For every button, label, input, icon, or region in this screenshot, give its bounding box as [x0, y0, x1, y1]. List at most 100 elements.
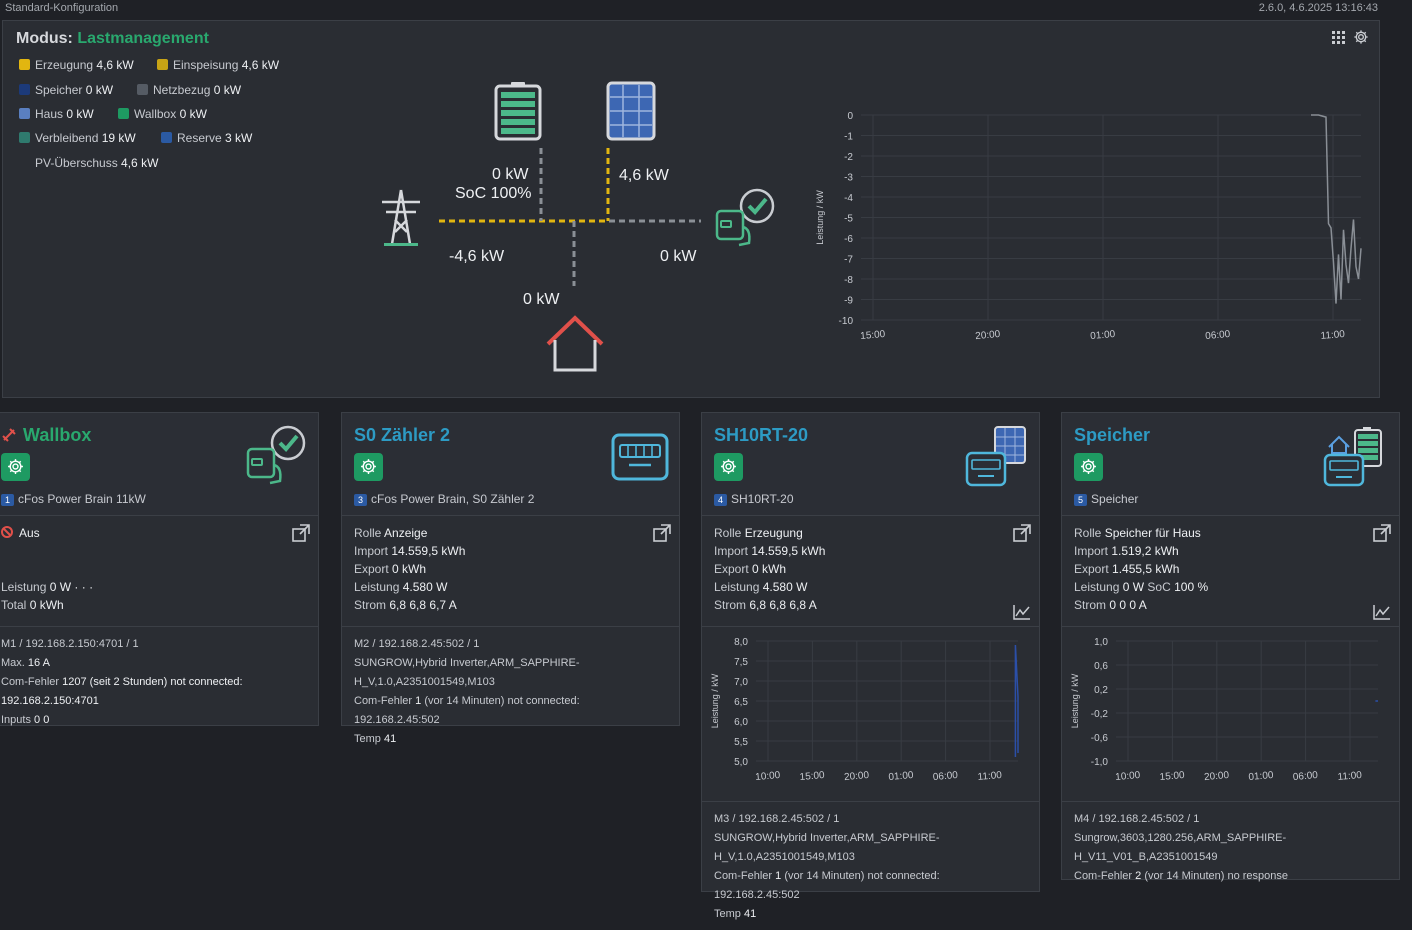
pv-power-label: 4,6 kW	[619, 167, 669, 184]
series-line	[1014, 644, 1019, 757]
chart-trend-icon[interactable]	[1013, 604, 1031, 620]
overview-tools	[1328, 29, 1369, 49]
meter-icon	[611, 433, 669, 481]
y-tick-label: -1,0	[1091, 757, 1109, 768]
settings-button[interactable]	[354, 453, 383, 481]
x-tick-label: 15:00	[799, 770, 825, 783]
battery-storage-icon	[1323, 427, 1382, 487]
off-icon	[1, 526, 13, 538]
gear-icon[interactable]	[1353, 30, 1369, 49]
settings-button[interactable]	[1, 453, 30, 481]
card-title[interactable]: S0 Zähler 2	[354, 425, 451, 445]
y-axis-label: Leistung / kW	[710, 673, 720, 728]
more-dots[interactable]: · · ·	[74, 580, 94, 594]
y-axis-label: Leistung / kW	[815, 190, 825, 245]
y-tick-label: 7,5	[734, 657, 748, 668]
y-tick-label: 0,6	[1094, 661, 1108, 672]
card-body: Rolle Erzeugung Import 14.559,5 kWh Expo…	[702, 516, 1039, 626]
y-tick-label: 6,0	[734, 717, 748, 728]
settings-button[interactable]	[1074, 453, 1103, 481]
battery-icon[interactable]	[493, 81, 543, 141]
x-tick-label: 10:00	[755, 770, 781, 783]
unplugged-icon	[2, 428, 16, 442]
card-body: Rolle Anzeige Import 14.559,5 kWh Export…	[342, 516, 679, 626]
config-name[interactable]: Standard-Konfiguration	[5, 2, 119, 14]
legend-reserve: Reserve 3 kW	[161, 131, 252, 145]
expand-icon[interactable]	[1013, 524, 1031, 542]
y-tick-label: -7	[844, 255, 853, 266]
settings-button[interactable]	[714, 453, 743, 481]
x-tick-label: 10:00	[1115, 770, 1141, 783]
legend-speicher: Speicher 0 kW	[19, 83, 113, 97]
grid-power-label: -4,6 kW	[449, 248, 505, 265]
status-row: Aus	[1, 524, 306, 542]
mode-label: Modus:	[16, 30, 73, 47]
expand-icon[interactable]	[1373, 524, 1391, 542]
y-tick-label: -2	[844, 152, 853, 163]
energy-flow-diagram: 0 kW SoC 100% 4,6 kW -4,6 kW 0 kW 0 kW	[363, 76, 723, 376]
legend-pv-ueberschuss: PV-Überschuss 4,6 kW	[35, 156, 159, 170]
y-tick-label: -5	[844, 214, 853, 225]
top-bar: Standard-Konfiguration 2.6.0, 4.6.2025 1…	[0, 0, 1412, 18]
y-tick-label: -4	[844, 193, 853, 204]
x-tick-label: 06:00	[1205, 329, 1231, 342]
wallbox-flow-icon[interactable]	[363, 206, 433, 266]
legend-einspeisung: Einspeisung 4,6 kW	[157, 58, 279, 72]
x-tick-label: 15:00	[1159, 770, 1185, 783]
card-title[interactable]: SH10RT-20	[714, 425, 809, 445]
gear-icon	[8, 459, 23, 474]
house-power-label: 0 kW	[523, 291, 560, 308]
card-title[interactable]: Wallbox	[23, 425, 92, 445]
wallbox-status-icon[interactable]	[715, 187, 779, 249]
y-tick-label: 0	[847, 111, 853, 122]
y-tick-label: -8	[844, 275, 853, 286]
legend-haus: Haus 0 kW	[19, 107, 94, 121]
y-tick-label: -6	[844, 234, 853, 245]
y-tick-label: -0,2	[1091, 709, 1109, 720]
card-footer: M1 / 192.168.2.150:4701 / 1 Max. 16 A Co…	[0, 626, 318, 736]
x-tick-label: 06:00	[932, 770, 958, 783]
x-tick-label: 11:00	[977, 770, 1003, 783]
solar-panel-icon[interactable]	[606, 81, 656, 141]
legend-erzeugung: Erzeugung 4,6 kW	[19, 58, 134, 72]
total-row: Total 0 kWh	[1, 598, 64, 612]
card-footer: M2 / 192.168.2.45:502 / 1 SUNGROW,Hybrid…	[342, 626, 679, 755]
card-title[interactable]: Speicher	[1074, 425, 1151, 445]
house-icon[interactable]	[544, 314, 606, 374]
x-tick-label: 11:00	[1337, 770, 1363, 783]
expand-icon[interactable]	[292, 524, 310, 542]
wallbox-power-label: 0 kW	[660, 248, 697, 265]
mode-value[interactable]: Lastmanagement	[77, 30, 209, 47]
x-tick-label: 01:00	[1248, 770, 1274, 783]
legend-verbleibend: Verbleibend 19 kW	[19, 131, 136, 145]
y-tick-label: -9	[844, 296, 853, 307]
y-axis-label: Leistung / kW	[1070, 673, 1080, 728]
x-tick-label: 20:00	[975, 329, 1001, 342]
y-tick-label: -0,6	[1091, 733, 1109, 744]
power-grid-icon[interactable]	[378, 188, 424, 248]
legend-wallbox: Wallbox 0 kW	[118, 107, 207, 121]
chart-trend-icon[interactable]	[1373, 604, 1391, 620]
mode-indicator: Modus: Lastmanagement	[16, 30, 209, 48]
expand-icon[interactable]	[653, 524, 671, 542]
card-body: Rolle Speicher für Haus Import 1.519,2 k…	[1062, 516, 1399, 626]
grid-view-icon[interactable]	[1331, 31, 1349, 49]
series-line	[1311, 114, 1362, 304]
battery-soc-label: SoC 100%	[455, 185, 532, 202]
y-tick-label: 5,0	[734, 757, 748, 768]
leistung-row: Leistung 0 W · · ·	[1, 580, 94, 594]
x-tick-label: 20:00	[844, 770, 870, 783]
